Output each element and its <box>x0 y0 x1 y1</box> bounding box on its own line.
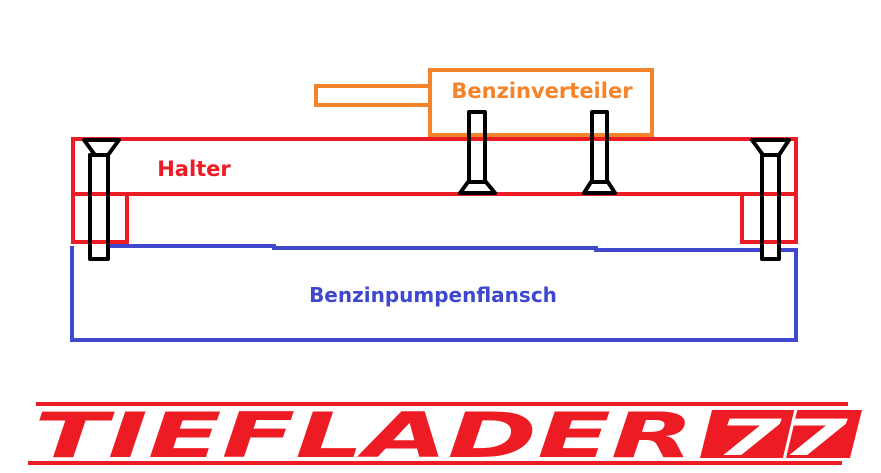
fuel-pump-flange: Benzinpumpenflansch <box>70 244 798 342</box>
holder-left-spacer <box>71 192 129 244</box>
tieflader77-logo: TIEFLADER 77 <box>28 399 862 472</box>
fuel-pump-flange-label: Benzinpumpenflansch <box>309 283 557 307</box>
screw-left <box>82 138 121 261</box>
fuel-distributor-body <box>428 68 654 137</box>
fuel-distributor-pipe <box>314 84 432 107</box>
logo-text: TIEFLADER <box>34 399 694 472</box>
logo-number: 77 <box>716 409 848 467</box>
holder: Halter <box>71 137 798 244</box>
holder-label: Halter <box>157 157 231 181</box>
screw-middle-right <box>582 110 617 195</box>
fuel-pump-flange-outline <box>70 246 798 342</box>
screw-right <box>750 138 791 261</box>
logo-top-line <box>36 402 848 406</box>
holder-right-spacer <box>740 192 798 244</box>
logo-number-divider <box>782 408 798 461</box>
fuel-distributor-label: Benzinverteiler <box>451 79 633 103</box>
screw-middle-left <box>458 110 497 195</box>
logo-number-box <box>700 410 862 458</box>
holder-plate <box>71 137 798 196</box>
fuel-distributor: Benzinverteiler <box>314 68 654 137</box>
fuel-pump-flange-top <box>110 244 760 252</box>
logo-bottom-line <box>28 461 842 465</box>
